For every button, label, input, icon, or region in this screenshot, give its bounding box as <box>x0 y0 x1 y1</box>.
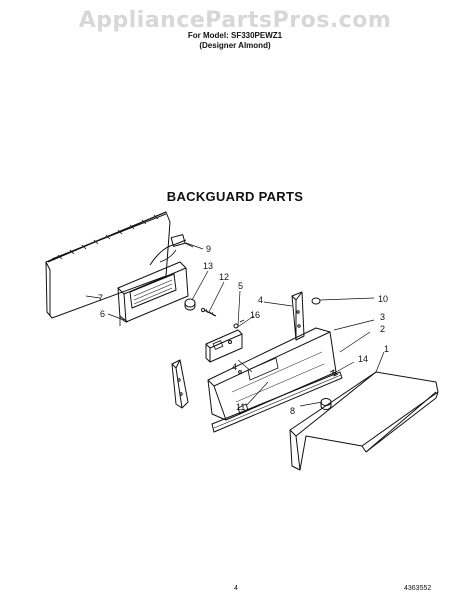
callout-8: 8 <box>290 406 295 416</box>
part-clip <box>311 297 321 305</box>
leader-lines <box>85 242 385 407</box>
callout-10: 10 <box>378 294 388 304</box>
callout-labels: 9 13 12 5 4 10 7 6 16 3 2 4 14 1 11 8 <box>98 244 389 416</box>
part-knob-insert <box>184 298 196 311</box>
model-line: For Model: SF330PEWZ1 <box>187 31 283 40</box>
callout-11: 11 <box>236 402 245 412</box>
part-wire-harness <box>149 234 194 266</box>
callout-4b: 4 <box>232 362 237 372</box>
callout-9: 9 <box>206 244 211 254</box>
callout-2: 2 <box>380 324 385 334</box>
part-rear-panel <box>45 211 171 319</box>
page-title: BACKGUARD PARTS <box>166 189 304 204</box>
page-number: 4 <box>234 585 238 592</box>
callout-5: 5 <box>238 281 243 291</box>
callout-3: 3 <box>380 312 385 322</box>
callout-16: 16 <box>250 310 260 320</box>
part-control-panel <box>207 327 337 421</box>
part-end-cap <box>237 403 249 415</box>
callout-6: 6 <box>100 309 105 319</box>
part-screw <box>200 307 217 317</box>
part-backguard-trim <box>289 371 439 471</box>
document-number: 4363552 <box>404 585 432 592</box>
callout-13: 13 <box>203 261 213 271</box>
callout-7: 7 <box>98 293 103 303</box>
model-header: For Model: SF330PEWZ1 (Designer Almond) <box>0 31 470 51</box>
callout-14: 14 <box>358 354 368 364</box>
part-control-housing <box>117 261 189 326</box>
callout-12: 12 <box>219 272 229 282</box>
part-end-bracket-left <box>171 359 189 409</box>
callout-1: 1 <box>384 344 389 354</box>
callout-4a: 4 <box>258 295 263 305</box>
part-trim-strip <box>211 371 343 433</box>
part-spring <box>329 369 339 377</box>
watermark-logo: AppliancePartsPros.com <box>78 8 392 33</box>
color-line: (Designer Almond) <box>199 41 271 50</box>
part-end-bracket-right <box>291 291 305 341</box>
